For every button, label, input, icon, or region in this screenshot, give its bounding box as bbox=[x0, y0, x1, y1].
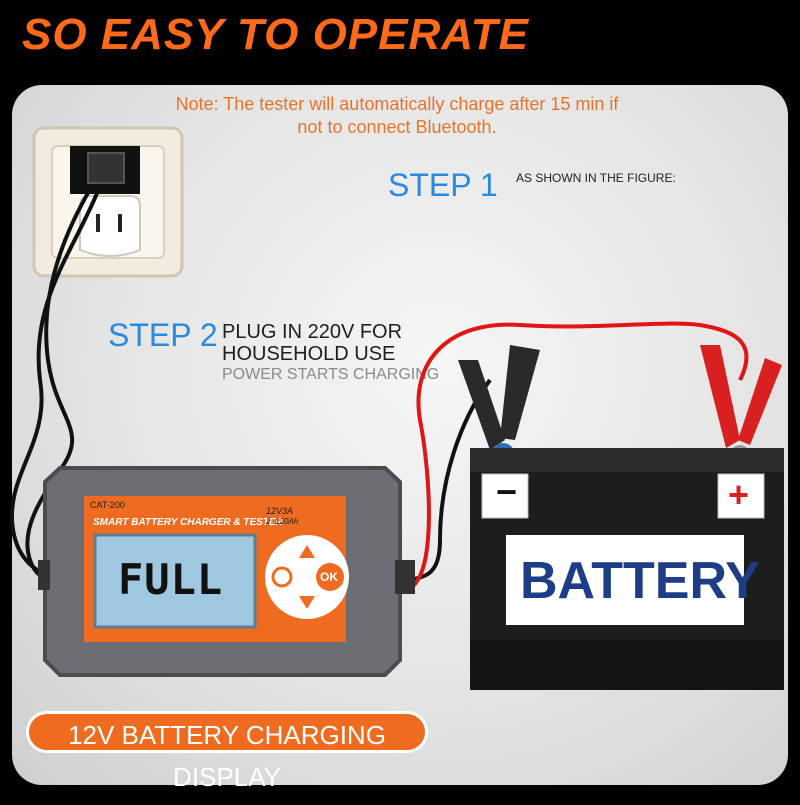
step2-line3: POWER STARTS CHARGING bbox=[222, 366, 440, 383]
wall-outlet-illustration bbox=[32, 126, 184, 278]
device-name: SMART BATTERY CHARGER & TESTER bbox=[93, 517, 283, 528]
step1-label: STEP 1 bbox=[388, 167, 498, 203]
red-clamp-illustration bbox=[700, 345, 782, 465]
step2-label: STEP 2 bbox=[108, 317, 218, 353]
cables-illustration bbox=[399, 321, 749, 593]
lcd-display-text: FULL bbox=[118, 555, 224, 604]
ok-button-label: OK bbox=[320, 570, 338, 584]
bottom-banner: 12V BATTERY CHARGING DISPLAY bbox=[26, 711, 428, 792]
device-model: CAT-200 bbox=[90, 500, 125, 510]
note-text: Note: The tester will automatically char… bbox=[175, 94, 619, 137]
step2-line1: PLUG IN 220V FOR bbox=[222, 321, 403, 343]
battery-negative-terminal: − bbox=[496, 471, 518, 512]
step1-text: AS SHOWN IN THE FIGURE: bbox=[516, 171, 676, 185]
step2-line2: HOUSEHOLD USE bbox=[222, 343, 396, 365]
charger-device-illustration bbox=[38, 466, 415, 677]
page-title: SO EASY TO OPERATE bbox=[22, 10, 530, 59]
device-spec-capacity: 2~120Ah bbox=[266, 517, 299, 526]
device-spec-voltage: 12V3A bbox=[266, 506, 294, 516]
power-cord-illustration bbox=[9, 184, 102, 583]
battery-label: BATTERY bbox=[520, 552, 760, 610]
battery-illustration bbox=[470, 448, 784, 690]
battery-positive-terminal: + bbox=[728, 474, 750, 515]
